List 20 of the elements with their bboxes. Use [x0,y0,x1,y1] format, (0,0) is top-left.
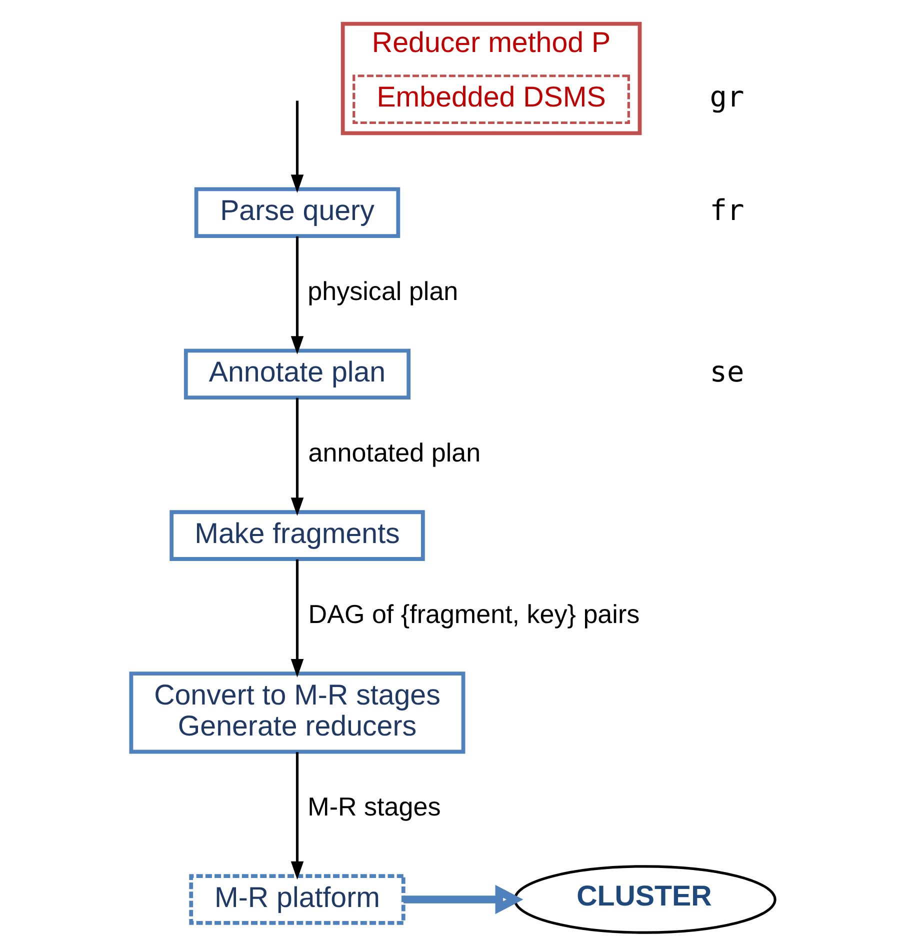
arrow [290,559,304,678]
node-box: Embedded DSMS [352,74,630,124]
arrow [290,398,304,516]
node-box: Make fragments [169,510,424,561]
label: se [709,354,744,388]
label: gr [709,80,744,114]
edge-label: M-R stages [307,792,440,822]
node-box: Parse query [194,187,400,238]
arrow [290,752,304,880]
node-ellipse: CLUSTER [513,865,776,934]
node-box: Convert to M-R stages Generate reducers [128,672,465,754]
edge-label: physical plan [307,276,458,306]
arrow [290,100,304,193]
node-box: Annotate plan [183,348,410,400]
arrow [403,884,523,914]
edge-label: DAG of {fragment, key} pairs [308,598,640,629]
node-box: M-R platform [188,874,405,925]
edge-label: annotated plan [308,437,480,468]
label: fr [709,192,744,227]
arrow [290,236,304,354]
